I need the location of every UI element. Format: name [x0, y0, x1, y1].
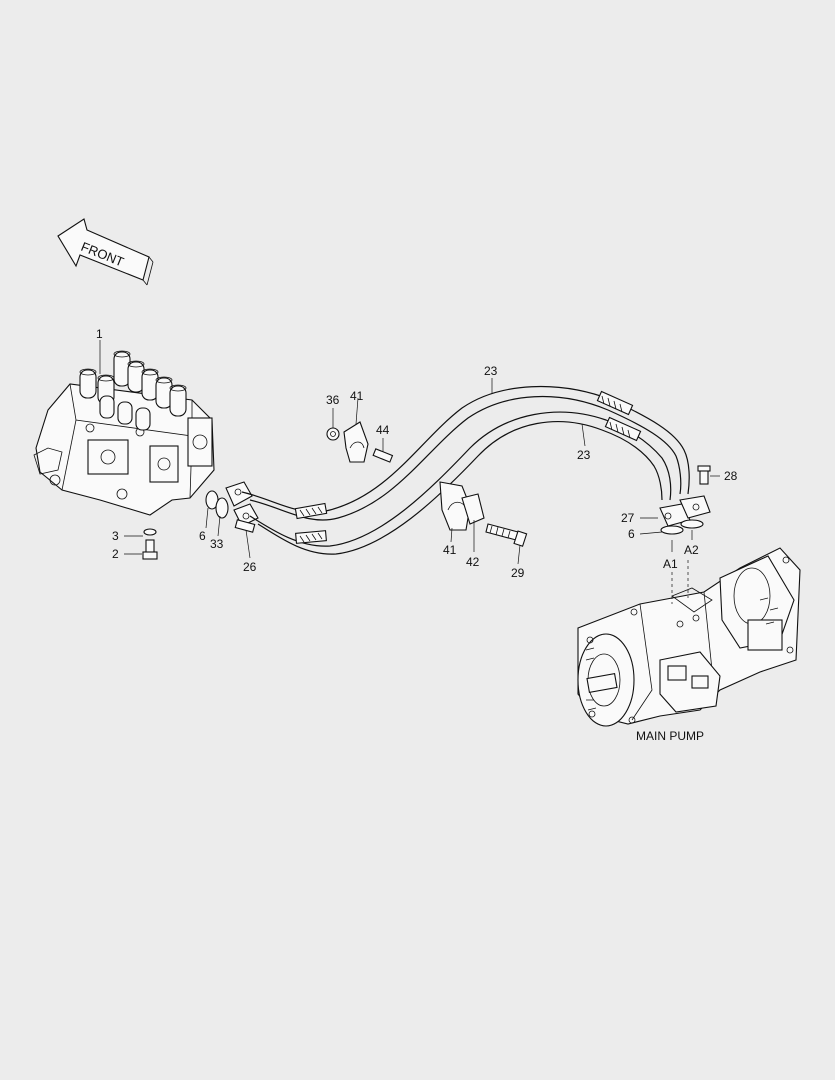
- callout-23-lower: 23: [577, 448, 591, 462]
- clamp-41-upper: [343, 421, 369, 463]
- main-pump-label: MAIN PUMP: [636, 729, 704, 743]
- callout-29: 29: [511, 566, 525, 580]
- callout-33: 33: [210, 537, 224, 551]
- callout-26: 26: [243, 560, 257, 574]
- callout-23-upper: 23: [484, 364, 498, 378]
- callout-a1: A1: [663, 557, 678, 571]
- callout-44: 44: [376, 423, 390, 437]
- spacer-44: [372, 448, 394, 463]
- callout-41-lower: 41: [443, 543, 457, 557]
- callout-2: 2: [112, 547, 119, 561]
- bolt-29: [485, 523, 528, 547]
- control-valve: [33, 350, 215, 516]
- main-pump: [577, 547, 801, 727]
- leader-lines: [99, 340, 720, 604]
- front-arrow: FRONT: [57, 218, 154, 286]
- nut-36: [326, 427, 340, 441]
- callout-6-left: 6: [199, 529, 206, 543]
- callout-3: 3: [112, 529, 119, 543]
- callout-41-upper: 41: [350, 389, 364, 403]
- callout-27: 27: [621, 511, 635, 525]
- bolt-2: [142, 539, 158, 560]
- callout-1: 1: [96, 327, 103, 341]
- callout-6-right: 6: [628, 527, 635, 541]
- left-fittings: [205, 481, 259, 533]
- callouts: 1 3 2 6 33 26 36 41 44 23 23 41 42 29 28…: [96, 327, 738, 580]
- callout-28: 28: [724, 469, 738, 483]
- right-fittings: [659, 465, 711, 535]
- callout-42: 42: [466, 555, 480, 569]
- hose-23-upper: [241, 385, 690, 521]
- washer-3: [143, 528, 157, 536]
- callout-36: 36: [326, 393, 340, 407]
- clamp-41-lower: [439, 481, 471, 531]
- hose-ferrules: [294, 390, 642, 544]
- callout-a2: A2: [684, 543, 699, 557]
- plate-42: [461, 493, 485, 525]
- hose-23-lower: [249, 411, 672, 555]
